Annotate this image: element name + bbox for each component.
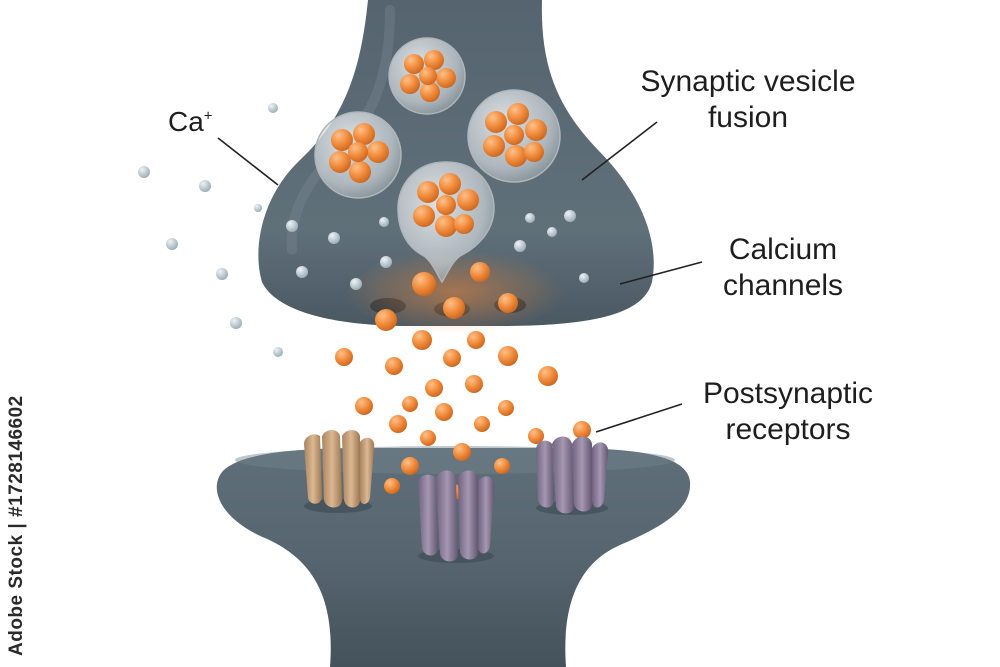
- synaptic-vesicle: [467, 89, 561, 183]
- synaptic-vesicle-fusion-label: Synaptic vesicle fusion: [628, 64, 868, 136]
- stock-id-watermark: Adobe Stock | #1728146602: [6, 395, 27, 656]
- synaptic-vesicle-fusion-line1: Synaptic vesicle: [640, 65, 856, 98]
- synaptic-vesicle: [314, 111, 402, 199]
- receptor-tan: [304, 430, 375, 513]
- fusing-vesicle: [397, 161, 495, 284]
- calcium-ion-label: Ca+: [168, 104, 213, 140]
- postsynaptic-receptors-label: Postsynaptic receptors: [690, 376, 886, 448]
- calcium-channels-line2: channels: [722, 269, 844, 302]
- leader-line-postsynaptic-receptors: [595, 403, 683, 433]
- calcium-channels-label: Calcium channels: [708, 232, 858, 304]
- leader-line-vesicle-fusion: [581, 121, 658, 181]
- calcium-ions-extracellular: [138, 103, 283, 357]
- leader-lines: [217, 121, 703, 433]
- calcium-ion-text: Ca: [168, 106, 204, 137]
- receptor-purple-right: [536, 436, 609, 515]
- calcium-ions-intracellular: [286, 210, 589, 290]
- postsynaptic-receptors-line1: Postsynaptic: [702, 377, 874, 410]
- receptor-purple-center: [418, 470, 495, 563]
- calcium-ion-charge: +: [203, 107, 213, 125]
- synaptic-vesicle: [388, 37, 466, 115]
- synaptic-vesicle-fusion-line2: fusion: [707, 101, 789, 134]
- postsynaptic-receptors-line2: receptors: [725, 413, 851, 446]
- leader-line-ca: [217, 137, 279, 186]
- active-zone-glow: [345, 250, 565, 334]
- calcium-channels-line1: Calcium: [728, 233, 838, 266]
- leader-line-calcium-channels: [619, 261, 703, 285]
